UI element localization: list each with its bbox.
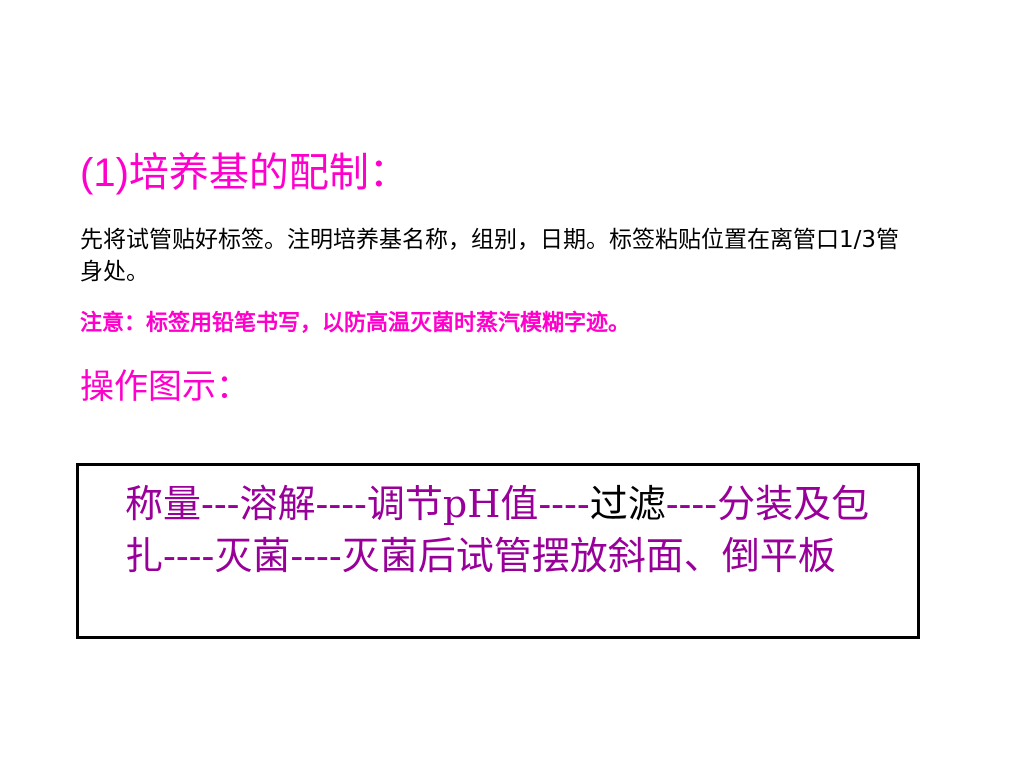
- process-step-packing-to-plating: ----分装及包扎----灭菌----灭菌后试管摆放斜面、倒平板: [125, 482, 870, 578]
- warning-note: 注意：标签用铅笔书写，以防高温灭菌时蒸汽模糊字迹。: [80, 311, 631, 336]
- process-flow-text: 称量---溶解----调节pH值----过滤----分装及包扎----灭菌---…: [125, 478, 907, 582]
- section-heading: (1)培养基的配制：: [80, 146, 409, 200]
- section-number: (1): [80, 151, 129, 195]
- diagram-heading: 操作图示：: [80, 367, 250, 407]
- section-title: 培养基的配制：: [128, 150, 409, 196]
- process-step-filtering: 过滤: [589, 482, 666, 526]
- process-flow-box: 称量---溶解----调节pH值----过滤----分装及包扎----灭菌---…: [76, 463, 920, 639]
- instruction-text: 先将试管贴好标签。注明培养基名称，组别，日期。标签粘贴位置在离管口1/3管身处。: [80, 227, 900, 285]
- process-step-weighing-to-ph: 称量---溶解----调节pH值----: [125, 482, 590, 526]
